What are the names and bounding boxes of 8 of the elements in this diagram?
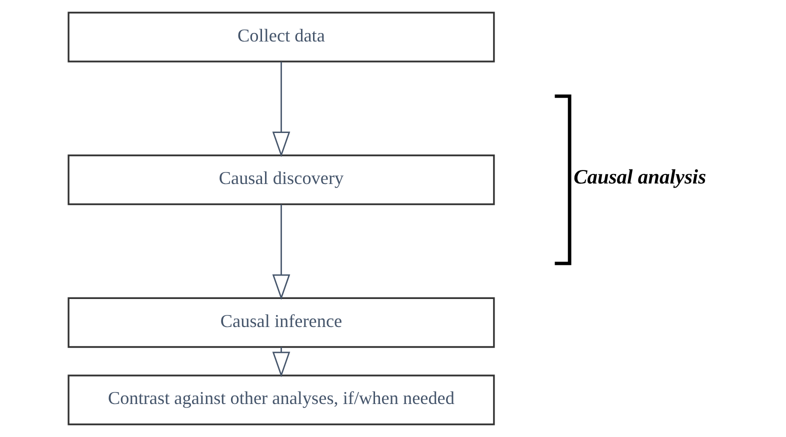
- node-box: Collect data: [68, 12, 495, 62]
- arrow: [272, 62, 290, 158]
- arrow: [272, 204, 290, 300]
- node-box: Contrast against other analyses, if/when needed: [68, 374, 495, 426]
- arrow: [272, 347, 290, 378]
- node-box: Causal discovery: [68, 154, 495, 206]
- label: Causal analysis: [574, 166, 706, 189]
- node-box: Causal inference: [68, 297, 495, 348]
